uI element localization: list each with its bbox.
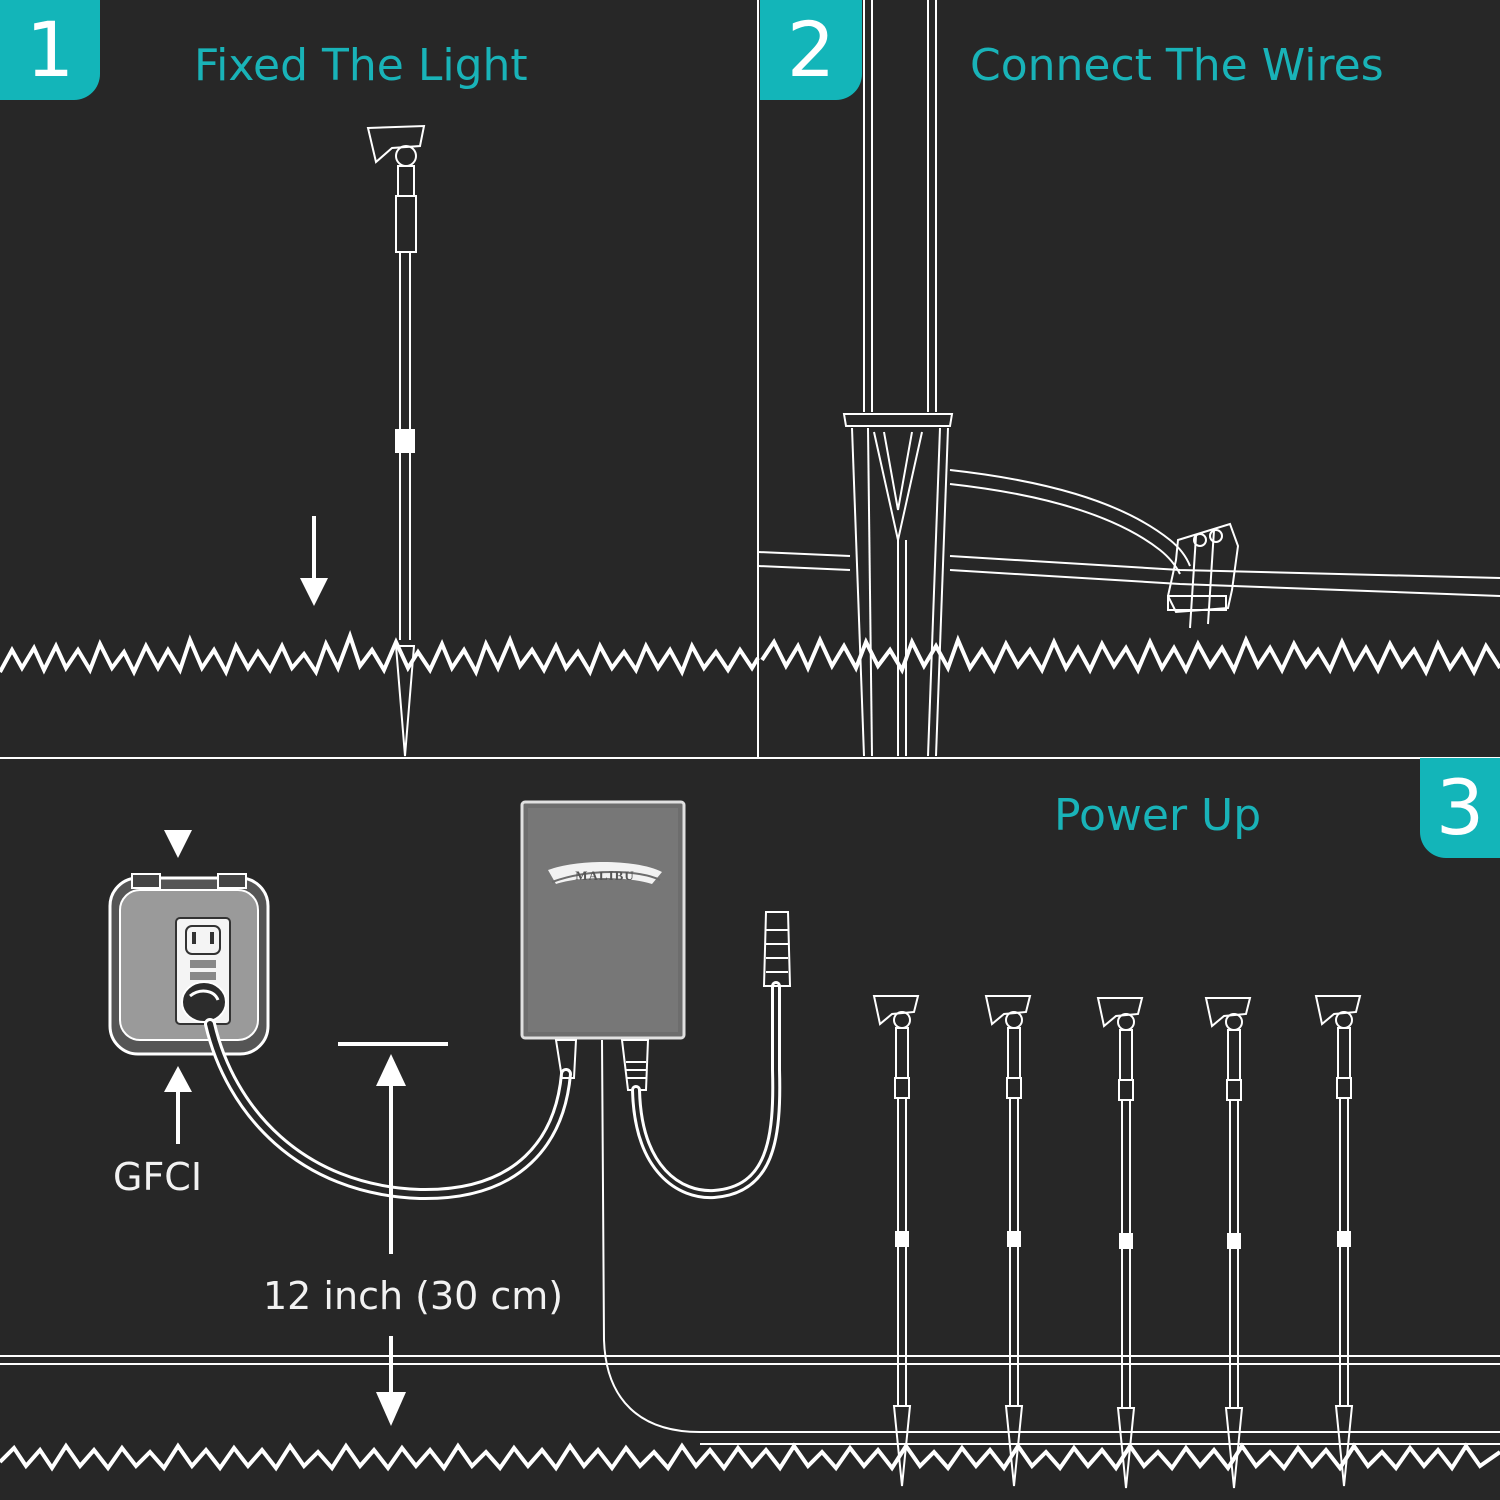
wire-connector-panel-2 [1166, 522, 1240, 629]
transformer-box [520, 800, 686, 1040]
stake-light [1314, 995, 1362, 1487]
stake-closeup-panel-2 [842, 0, 954, 757]
stake-light [984, 995, 1032, 1487]
transformer-output-cord-inner [634, 984, 779, 1197]
gfci-label: GFCI [113, 1155, 203, 1199]
stake-light [1096, 997, 1144, 1489]
ground-line-panel-3 [0, 1442, 1500, 1472]
step-3-badge: 3 [1420, 758, 1500, 858]
step-2-badge: 2 [760, 0, 862, 100]
down-arrow-panel-1 [300, 516, 328, 606]
distance-marker [338, 1042, 448, 1426]
ground-line-panel-1 [0, 630, 760, 677]
step-3-title: Power Up [1054, 790, 1262, 841]
low-voltage-cable [601, 1039, 1500, 1433]
stake-lights-row [872, 995, 1362, 1489]
outlet-power-cord-inner [207, 1021, 569, 1198]
stake-light-panel-1 [366, 124, 426, 757]
quick-connector-plug [762, 911, 792, 987]
distance-label: 12 inch (30 cm) [263, 1274, 564, 1318]
transformer-cables [554, 1039, 650, 1091]
ground-line-panel-2 [760, 634, 1500, 677]
step-2-title: Connect The Wires [970, 40, 1384, 91]
gfci-arrows [164, 830, 192, 1144]
step-1-title: Fixed The Light [194, 40, 528, 91]
gfci-outlet [108, 873, 270, 1056]
wires-panel-2 [757, 469, 1500, 597]
stake-light [872, 995, 920, 1487]
panel-dividers [0, 0, 1500, 759]
transformer-brand: MALIBU [575, 868, 634, 883]
stake-light [1204, 997, 1252, 1489]
step-1-badge: 1 [0, 0, 100, 100]
ground-reference-lines [0, 1355, 1500, 1365]
